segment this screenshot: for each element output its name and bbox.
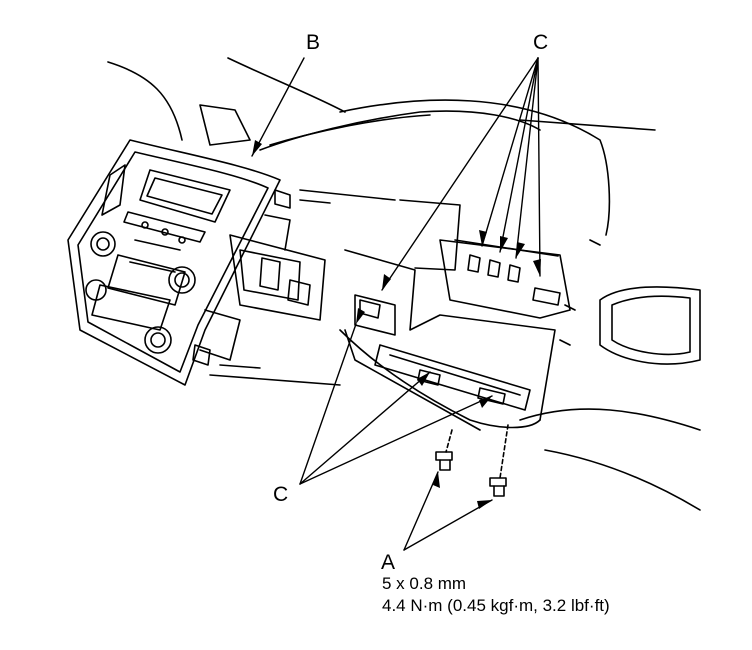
bolt-left	[435, 429, 453, 471]
center-panel-b	[67, 139, 281, 386]
leader-arrowheads	[252, 140, 541, 509]
callout-a-label: A	[381, 551, 396, 574]
callout-b-label: B	[306, 31, 321, 54]
callout-c-top-label: C	[533, 31, 549, 54]
leader-lines	[251, 57, 541, 551]
bolt-right	[489, 424, 509, 497]
callout-c-bottom-label: C	[273, 483, 289, 506]
bolt-size-spec: 5 x 0.8 mm	[382, 574, 467, 593]
dashboard-top-outline	[107, 57, 656, 236]
mounting-bracket	[192, 189, 326, 366]
torque-spec: 4.4 N·m (0.45 kgf·m, 3.2 lbf·ft)	[382, 596, 610, 615]
